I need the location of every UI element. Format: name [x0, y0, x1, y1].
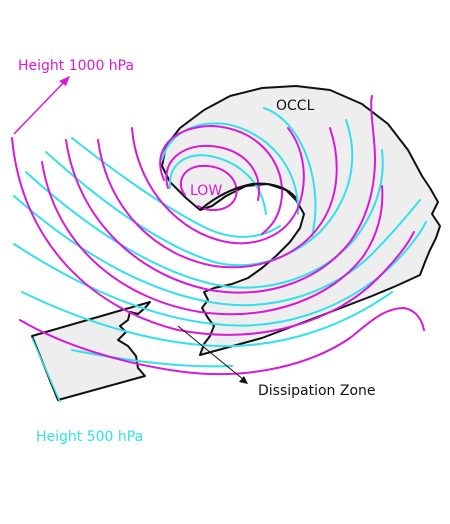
- height-500-line: [25, 149, 384, 289]
- label-height-500: Height 500 hPa: [36, 429, 143, 445]
- height-500-line: [161, 122, 300, 215]
- height-500-line: [71, 349, 233, 368]
- height-1000-line: [41, 161, 384, 316]
- pointer-lines: [13, 76, 248, 403]
- height-1000-line: [19, 306, 425, 375]
- dissipation-pointer: [177, 325, 245, 381]
- height-500-lines: [13, 107, 427, 368]
- occlusion-front: [199, 182, 297, 211]
- height-500-line: [21, 291, 393, 348]
- height-1000-line: [180, 164, 238, 212]
- height-500-line: [71, 137, 281, 238]
- height-500-line: [13, 221, 427, 327]
- dissipation-arrowhead: [239, 376, 248, 384]
- height-500-line: [263, 107, 317, 237]
- height-1000-line: [11, 137, 415, 336]
- height-1000-pointer: [13, 79, 67, 135]
- height-1000-lines: [11, 95, 425, 375]
- height-1000-line: [131, 127, 305, 245]
- height-500-line: [45, 119, 354, 267]
- height-1000-arrowhead: [59, 76, 70, 86]
- height-500-line: [13, 195, 421, 307]
- label-dissipation-zone: Dissipation Zone: [258, 383, 376, 399]
- label-height-1000: Height 1000 hPa: [18, 58, 134, 74]
- height-500-pointer: [31, 337, 61, 403]
- height-1000-line: [159, 124, 284, 235]
- height-1000-line: [165, 144, 261, 201]
- label-low: LOW: [190, 183, 222, 199]
- height-1000-line: [97, 127, 338, 269]
- label-occl: OCCL: [276, 98, 315, 114]
- height-1000-line: [65, 95, 376, 294]
